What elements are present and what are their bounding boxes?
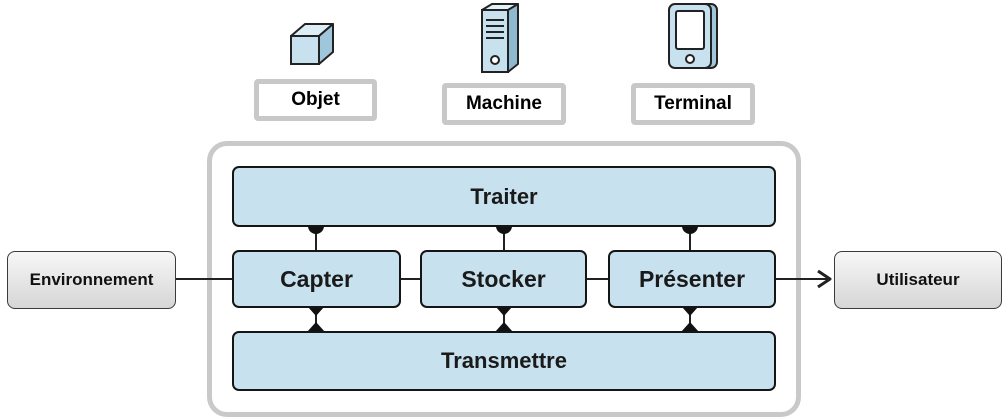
process-label-stocker: Stocker [461,265,546,292]
process-stocker: Stocker [420,250,587,308]
process-label-traiter: Traiter [470,183,538,209]
device-label-text: Machine [465,93,543,114]
process-presenter: Présenter [608,250,776,308]
actor-utilisateur: Utilisateur [834,251,1002,309]
process-label-presenter: Présenter [638,265,746,292]
process-traiter: Traiter [232,166,776,227]
device-label-machine: Machine [442,83,566,125]
actor-label-utilisateur: Utilisateur [876,270,960,289]
device-label-terminal: Terminal [631,83,755,125]
process-label-transmettre: Transmettre [441,348,567,373]
process-transmettre: Transmettre [232,331,776,391]
cube-icon [290,23,334,65]
device-label-text: Terminal [654,93,732,114]
server-tower-icon [481,3,519,73]
device-label-objet: Objet [254,79,377,121]
tablet-icon [668,3,718,69]
process-capter: Capter [232,250,401,308]
actor-label-environnement: Environnement [29,270,154,289]
device-label-text: Objet [291,89,340,110]
process-label-capter: Capter [280,265,353,292]
actor-environnement: Environnement [7,251,176,309]
